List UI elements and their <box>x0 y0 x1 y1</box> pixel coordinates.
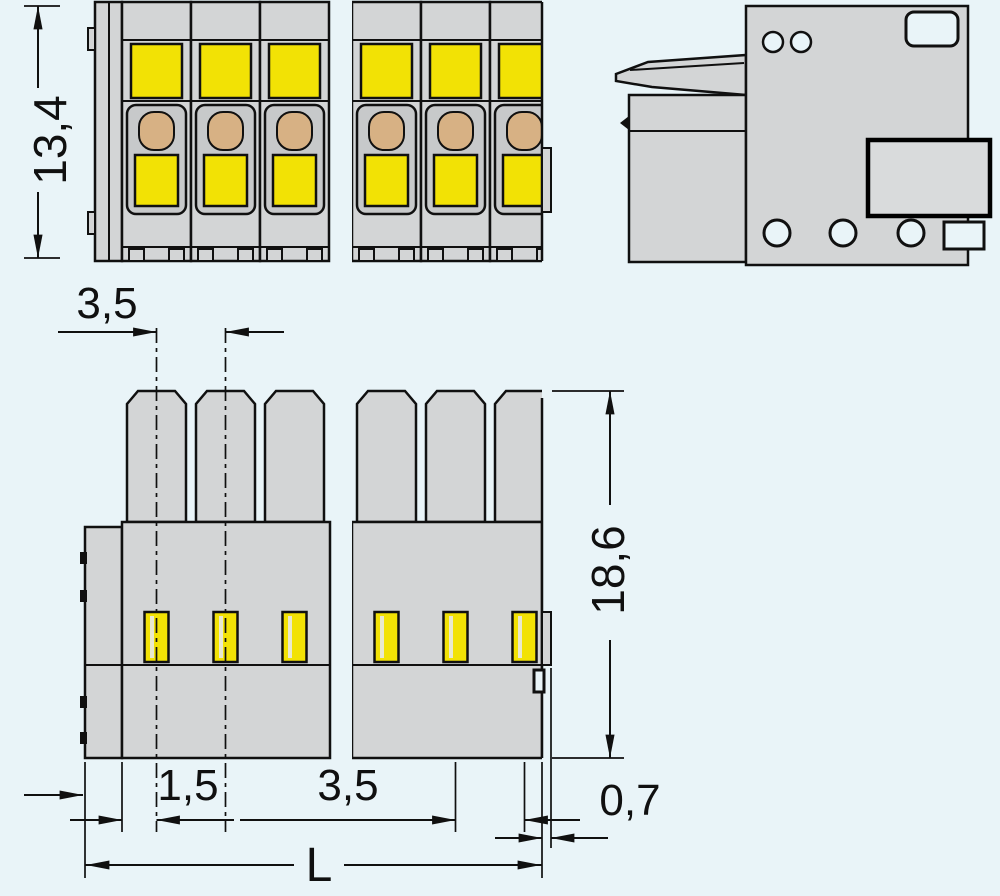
bottom-right-group <box>352 389 542 760</box>
left-protrusion <box>83 525 124 760</box>
latch-lever <box>614 53 748 97</box>
solder-slot <box>281 610 308 664</box>
test-hole <box>761 30 785 54</box>
pole-front-4 <box>352 0 423 263</box>
bottom-view <box>80 328 552 832</box>
side-tab <box>541 611 552 666</box>
dim-edge-offset: 1,5 <box>70 761 234 832</box>
side-bottom-notch <box>942 220 986 251</box>
pole-front-3 <box>258 0 331 263</box>
right-edge-notch <box>532 668 546 694</box>
dim-tab-depth: 0,7 <box>495 668 661 848</box>
latch-window <box>904 10 960 48</box>
solder-slot <box>373 610 400 664</box>
contact-finger-3 <box>263 389 326 524</box>
pole-front-1 <box>120 0 193 263</box>
pole-front-6 <box>488 0 542 263</box>
dim-pitch-bottom: 3,5 <box>240 761 580 832</box>
dim-pitch-top-label: 3,5 <box>76 279 137 328</box>
dim-front-height: 13,4 <box>24 5 76 259</box>
solder-slot <box>442 610 469 664</box>
dim-total-length: L <box>84 762 543 892</box>
pole-front-5 <box>419 0 492 263</box>
end-plate-tab <box>87 211 96 235</box>
wire-hole <box>896 218 926 248</box>
front-right-tab <box>541 147 552 213</box>
bottom-left-group <box>85 389 332 760</box>
contact-finger-5 <box>424 389 487 524</box>
end-plate-tab <box>87 27 96 51</box>
pole-front-2 <box>189 0 262 263</box>
contact-finger-4 <box>355 389 418 524</box>
dim-front-height-label: 13,4 <box>24 95 76 185</box>
dim-depth-label: 18,6 <box>582 525 634 615</box>
dim-tab-depth-label: 0,7 <box>599 776 660 825</box>
wire-hole <box>762 218 792 248</box>
dim-depth: 18,6 <box>552 390 634 759</box>
side-view <box>614 4 993 267</box>
dim-edge-offset-label: 1,5 <box>157 761 218 810</box>
side-left-block <box>627 93 748 264</box>
dim-pitch-top: 3,5 <box>58 279 284 337</box>
contact-finger-6 <box>493 389 542 524</box>
mounting-flange <box>865 137 993 219</box>
side-left-notch <box>620 116 629 130</box>
wire-hole <box>828 218 858 248</box>
dim-pitch-bottom-label: 3,5 <box>317 761 378 810</box>
dim-total-length-label: L <box>306 839 333 892</box>
front-view <box>87 0 552 263</box>
front-right-group <box>352 0 542 263</box>
solder-slot <box>511 610 538 664</box>
test-hole <box>789 30 813 54</box>
